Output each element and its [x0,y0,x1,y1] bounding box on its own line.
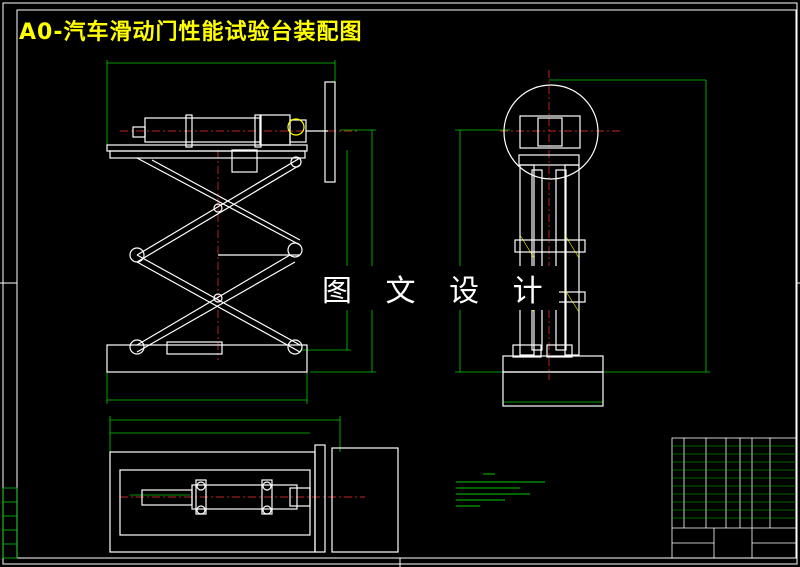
side-view [455,70,710,407]
watermark: 图 文 设 计 [318,266,559,310]
title-block-rows [672,445,796,519]
technical-notes [456,473,545,507]
title-block [671,437,797,559]
drawing-title: A0-汽车滑动门性能试验台装配图 [19,20,363,45]
top-view [109,416,399,553]
front-dimensions [106,60,376,404]
revision-strip [2,487,18,559]
front-view [106,60,376,404]
